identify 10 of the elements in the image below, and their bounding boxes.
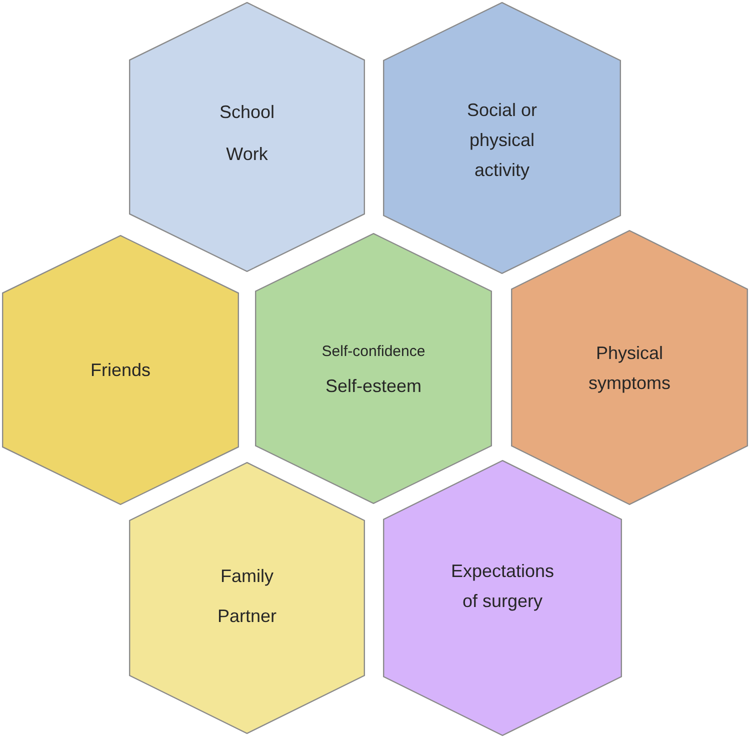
tile-label: Social or physical activity xyxy=(466,99,538,182)
tile-label: Friends xyxy=(90,359,151,382)
tile-label: Self-esteem xyxy=(325,374,422,398)
tile-label: Work xyxy=(226,143,268,166)
tile-label: Expectations of surgery xyxy=(450,560,556,613)
tile-label: Physical symptoms xyxy=(587,342,672,395)
tile-label: Family xyxy=(220,565,274,588)
tile-label: Partner xyxy=(217,605,277,628)
tile-label: School xyxy=(219,101,275,124)
tile-label: Self-confidence xyxy=(322,342,426,362)
